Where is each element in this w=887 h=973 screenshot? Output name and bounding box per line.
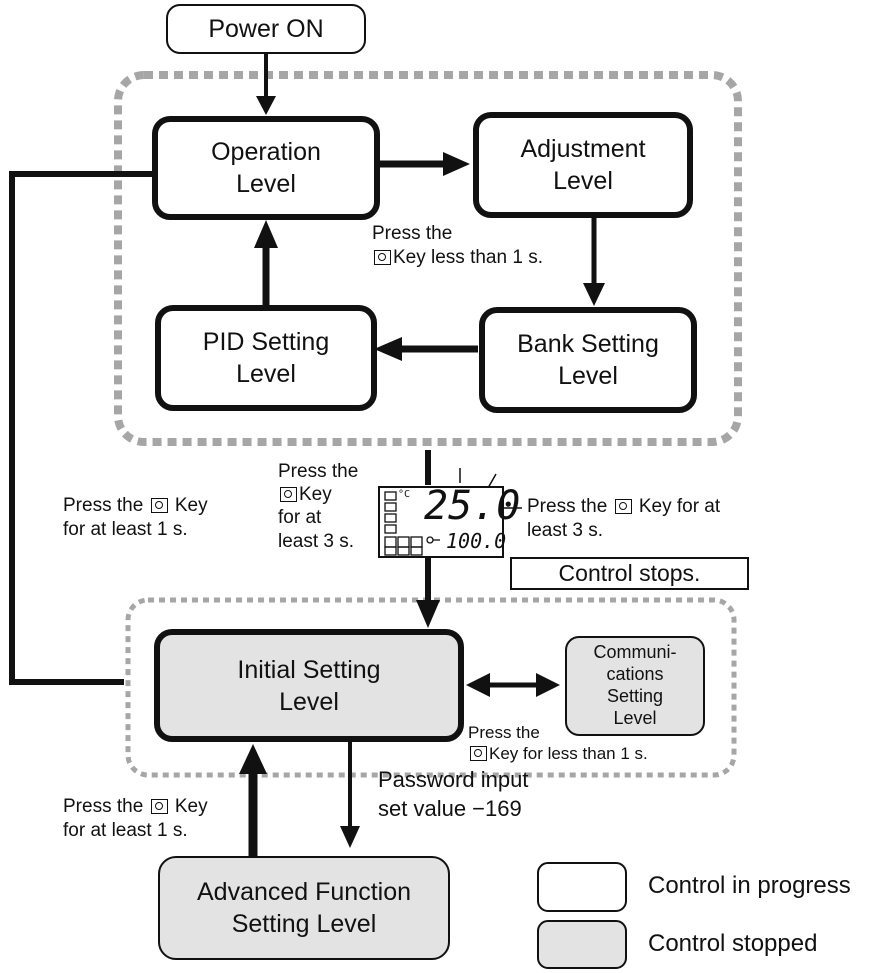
arrow-bank-to-pid bbox=[374, 337, 402, 361]
arrow-initial-to-advanced bbox=[340, 826, 360, 848]
note-a2i-line2: for at least 1 s. bbox=[63, 819, 188, 841]
initial-setting-level-line1: Initial Setting bbox=[237, 655, 381, 684]
advanced-function-setting-level-box: Advanced Function Setting Level bbox=[158, 856, 450, 960]
bank-setting-level-line2: Level bbox=[558, 362, 618, 390]
control-stops-label-box: Control stops. bbox=[510, 557, 749, 590]
adjustment-level-box: Adjustment Level bbox=[473, 112, 693, 218]
note-i2c-line1: Press the bbox=[468, 723, 540, 742]
communications-setting-level-box: Communi- cations Setting Level bbox=[565, 636, 705, 736]
display-sub-value: 100.0 bbox=[446, 529, 507, 553]
note-right-suffix: Key for at bbox=[638, 496, 721, 517]
note-password: Password input set value −169 bbox=[378, 766, 528, 823]
control-stopped-group-border bbox=[125, 597, 737, 778]
arrow-advanced-to-initial bbox=[239, 744, 267, 774]
arrow-adjustment-to-bank bbox=[583, 283, 605, 306]
arrow-pid-to-operation bbox=[254, 220, 278, 248]
note-password-line2: set value −169 bbox=[378, 795, 522, 821]
display-main-value: 25.0 bbox=[424, 483, 521, 529]
power-on-label: Power ON bbox=[208, 15, 324, 43]
note-to-initial-left-key: Key bbox=[299, 484, 332, 506]
note-i2o-suffix: Key bbox=[174, 495, 208, 516]
arrow-initial-to-comms bbox=[536, 673, 560, 697]
key-icon bbox=[374, 249, 391, 265]
bank-setting-level-line1: Bank Setting bbox=[517, 330, 659, 358]
key-icon bbox=[614, 499, 632, 514]
note-to-initial-left-line1: Press the bbox=[278, 461, 359, 482]
key-icon bbox=[280, 487, 297, 503]
key-icon bbox=[150, 498, 168, 513]
note-i2o-line2: for at least 1 s. bbox=[63, 518, 188, 540]
note-initial-to-comms: Press the Key for less than 1 s. bbox=[468, 722, 648, 765]
note-a2i-suffix: Key bbox=[174, 796, 208, 817]
advanced-level-line1: Advanced Function bbox=[196, 878, 412, 906]
note-to-initial-right: Press the Key for at least 3 s. bbox=[527, 495, 720, 543]
comms-level-line3: Setting bbox=[606, 686, 664, 706]
note-adjustment-to-bank-line2: Key less than 1 s. bbox=[393, 246, 543, 268]
arrow-to-initial bbox=[416, 600, 440, 628]
note-right-prefix: Press the bbox=[527, 496, 608, 517]
display-unit: °C bbox=[398, 489, 411, 500]
note-i2o-prefix: Press the bbox=[63, 495, 144, 516]
initial-setting-level-line2: Level bbox=[279, 687, 339, 716]
operation-level-line1: Operation bbox=[211, 138, 321, 166]
note-right-line2: least 3 s. bbox=[527, 519, 604, 541]
arrow-poweron-to-operation bbox=[256, 96, 276, 115]
comms-level-line1: Communi- bbox=[593, 642, 677, 663]
adjustment-level-line1: Adjustment bbox=[520, 135, 646, 163]
pid-setting-level-box: PID Setting Level bbox=[155, 305, 377, 411]
legend-box-in-progress bbox=[537, 862, 627, 912]
note-initial-to-operation: Press the Key for at least 1 s. bbox=[63, 494, 208, 542]
control-stops-label: Control stops. bbox=[558, 559, 701, 586]
note-password-line1: Password input bbox=[378, 767, 529, 792]
loop-initial-to-operation bbox=[9, 171, 152, 685]
arrow-operation-to-adjustment bbox=[443, 152, 470, 176]
pid-setting-level-line2: Level bbox=[236, 360, 296, 388]
comms-level-line2: cations bbox=[606, 664, 664, 685]
key-icon bbox=[150, 799, 168, 814]
initial-setting-level-box: Initial Setting Level bbox=[154, 629, 464, 742]
control-in-progress-group-border bbox=[114, 71, 742, 446]
legend-box-stopped bbox=[537, 920, 627, 969]
comms-level-line4: Level bbox=[613, 707, 657, 728]
note-adjustment-to-bank-line1: Press the bbox=[372, 223, 453, 244]
bank-setting-level-box: Bank Setting Level bbox=[479, 307, 697, 413]
operation-level-box: Operation Level bbox=[152, 116, 380, 220]
advanced-level-line2: Setting Level bbox=[231, 910, 377, 938]
pid-setting-level-line1: PID Setting bbox=[202, 328, 330, 356]
note-i2c-line2: Key for less than 1 s. bbox=[489, 744, 648, 764]
adjustment-level-line2: Level bbox=[553, 167, 613, 195]
operation-level-line2: Level bbox=[236, 170, 296, 198]
legend-label-in-progress: Control in progress bbox=[648, 872, 851, 899]
power-on-box: Power ON bbox=[166, 4, 366, 54]
note-advanced-to-initial: Press the Key for at least 1 s. bbox=[63, 795, 208, 843]
display-panel bbox=[378, 486, 504, 558]
note-to-initial-left: Press the Key for at least 3 s. bbox=[278, 461, 359, 552]
note-adjustment-to-bank: Press the Key less than 1 s. bbox=[372, 222, 543, 270]
arrow-comms-to-initial bbox=[466, 673, 490, 697]
legend-label-stopped: Control stopped bbox=[648, 930, 818, 957]
note-a2i-prefix: Press the bbox=[63, 796, 144, 817]
key-icon bbox=[470, 746, 487, 762]
